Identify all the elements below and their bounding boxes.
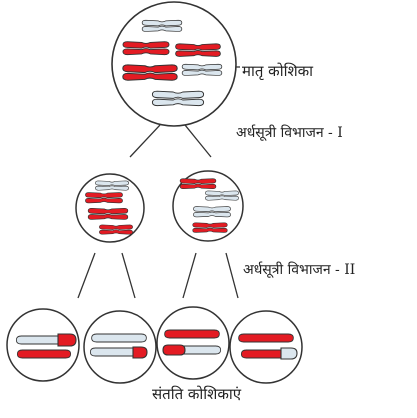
meiosis-1-cell-right — [173, 171, 243, 241]
connector-line — [183, 253, 196, 298]
daughter-cells-label: संतति कोशिकाएं — [152, 384, 241, 404]
connector-line — [122, 253, 135, 298]
connector-line — [226, 253, 238, 298]
meiosis-1-label: अर्धसूत्री विभाजन - I — [236, 123, 343, 142]
mother-cell — [112, 2, 236, 126]
daughter-cell-3 — [157, 307, 229, 379]
connector-line — [130, 125, 160, 157]
connector-line — [78, 253, 95, 298]
connector-line — [185, 125, 211, 157]
daughter-cell-1 — [7, 309, 79, 381]
meiosis-1-cell-left — [76, 174, 144, 242]
daughter-cell-4 — [230, 311, 302, 383]
daughter-cell-2 — [84, 311, 156, 383]
meiosis-2-label: अर्धसूत्री विभाजन - II — [243, 260, 355, 279]
mother-cell-label: मातृ कोशिका — [242, 61, 313, 81]
